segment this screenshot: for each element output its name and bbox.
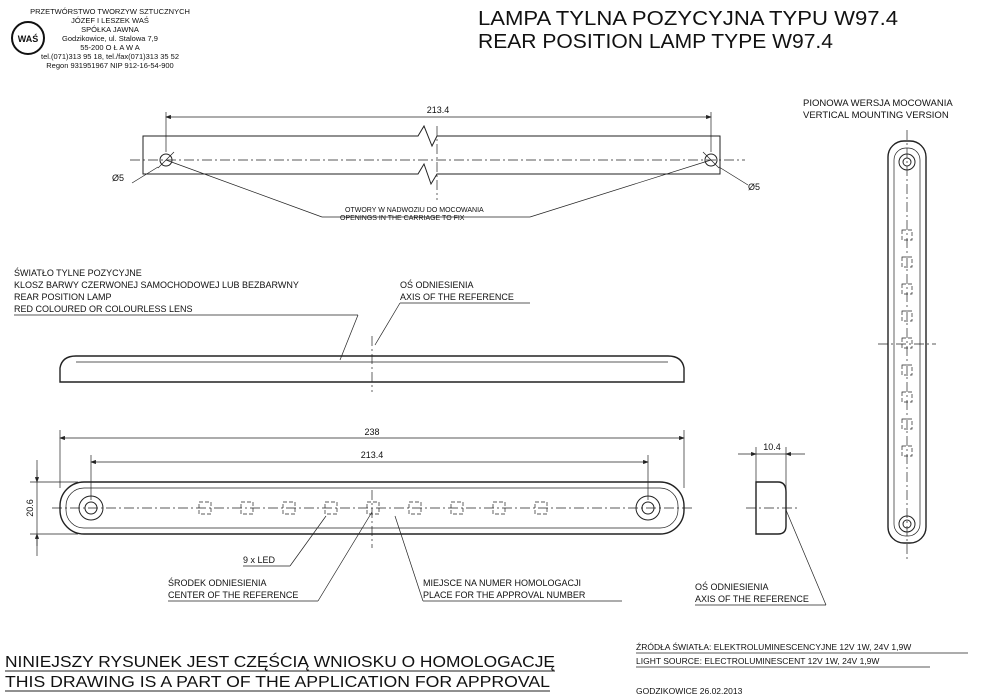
company-logo xyxy=(11,21,45,55)
hole-diameter-right: Ø5 xyxy=(748,182,760,192)
mounting-hole-left xyxy=(159,153,173,167)
led-marker xyxy=(198,501,212,515)
side-axis-en: AXIS OF THE REFERENCE xyxy=(400,292,514,302)
footer-block: NINIEJSZY RYSUNEK JEST CZĘŚCIĄ WNIOSKU O… xyxy=(5,652,555,692)
center-label-pl: ŚRODEK ODNIESIENIA xyxy=(168,577,267,588)
front-hole-dimension: 213.4 xyxy=(361,450,384,460)
vertical-led-marker xyxy=(901,229,913,241)
lens-line-2: KLOSZ BARWY CZERWONEJ SAMOCHODOWEJ LUB B… xyxy=(14,280,299,290)
hole-diameter-left: Ø5 xyxy=(112,173,124,183)
title-pl: LAMPA TYLNA POZYCYJNA TYPU W97.4 xyxy=(478,8,898,30)
vertical-led-marker xyxy=(901,364,913,376)
led-marker xyxy=(408,501,422,515)
approval-label-pl: MIEJSCE NA NUMER HOMOLOGACJI xyxy=(423,578,581,588)
led-count-label: 9 x LED xyxy=(243,555,276,565)
lens-line-1: ŚWIATŁO TYLNE POZYCYJNE xyxy=(14,267,142,278)
mounting-hole-right xyxy=(704,153,718,167)
vertical-led-marker xyxy=(901,310,913,322)
led-marker xyxy=(240,501,254,515)
title-block: LAMPA TYLNA POZYCYJNA TYPU W97.4 REAR PO… xyxy=(478,8,898,53)
footer-en: THIS DRAWING IS A PART OF THE APPLICATIO… xyxy=(5,674,550,691)
title-en: REAR POSITION LAMP TYPE W97.4 xyxy=(478,31,833,53)
end-depth-dimension: 10.4 xyxy=(763,442,781,452)
footer-pl: NINIEJSZY RYSUNEK JEST CZĘŚCIĄ WNIOSKU O… xyxy=(5,652,555,671)
company-line-4: Godzikowice, ul. Stalowa 7,9 xyxy=(62,34,158,43)
led-marker xyxy=(324,501,338,515)
company-logo-text: WAŚ xyxy=(18,33,39,44)
end-view: 10.4 OŚ ODNIESIENIA AXIS OF THE REFERENC… xyxy=(695,442,827,606)
vertical-led-marker xyxy=(901,391,913,403)
company-block: WAŚ PRZETWÓRSTWO TWORZYW SZTUCZNYCH JÓZE… xyxy=(11,7,190,70)
vertical-led-marker xyxy=(901,283,913,295)
side-view: ŚWIATŁO TYLNE POZYCYJNE KLOSZ BARWY CZER… xyxy=(14,267,685,392)
end-axis-pl: OŚ ODNIESIENIA xyxy=(695,581,769,592)
light-source-block: ŹRÓDŁA ŚWIATŁA: ELEKTROLUMINESCENCYJNE 1… xyxy=(636,641,968,696)
front-overall-dimension: 238 xyxy=(364,427,379,437)
vertical-led-marker xyxy=(901,337,913,349)
top-dimension: 213.4 xyxy=(427,105,450,115)
light-source-pl: ŹRÓDŁA ŚWIATŁA: ELEKTROLUMINESCENCYJNE 1… xyxy=(636,641,911,652)
led-marker xyxy=(534,501,548,515)
led-marker xyxy=(492,501,506,515)
openings-note-pl: OTWORY W NADWOZIU DO MOCOWANIA xyxy=(345,207,484,214)
vertical-led-marker xyxy=(901,256,913,268)
company-line-2: JÓZEF I LESZEK WAŚ xyxy=(71,16,149,25)
vertical-label-en: VERTICAL MOUNTING VERSION xyxy=(803,110,949,121)
vertical-led-marker xyxy=(901,418,913,430)
front-view: 238 213.4 20.6 9 x LED ŚRODEK ODNIESIENI… xyxy=(25,427,692,602)
vertical-version: PIONOWA WERSJA MOCOWANIA VERTICAL MOUNTI… xyxy=(803,98,953,560)
front-height-dimension: 20.6 xyxy=(25,499,35,517)
company-line-7: Regon 931951967 NIP 912-16-54-900 xyxy=(46,61,173,70)
vertical-led-marker xyxy=(901,445,913,457)
company-line-6: tel.(071)313 95 18, tel./fax(071)313 35 … xyxy=(41,52,179,61)
approval-label-en: PLACE FOR THE APPROVAL NUMBER xyxy=(423,590,586,600)
side-axis-pl: OŚ ODNIESIENIA xyxy=(400,279,474,290)
top-view: 213.4 Ø5 Ø5 OTWORY W NADWOZIU DO MOCOWAN… xyxy=(112,105,760,222)
lens-line-3: REAR POSITION LAMP xyxy=(14,292,112,302)
company-line-1: PRZETWÓRSTWO TWORZYW SZTUCZNYCH xyxy=(30,7,190,16)
led-marker xyxy=(366,501,380,515)
company-line-3: SPÓŁKA JAWNA xyxy=(81,25,139,34)
center-label-en: CENTER OF THE REFERENCE xyxy=(168,590,298,600)
vertical-label-pl: PIONOWA WERSJA MOCOWANIA xyxy=(803,98,953,109)
led-marker xyxy=(450,501,464,515)
light-source-en: LIGHT SOURCE: ELECTROLUMINESCENT 12V 1W,… xyxy=(636,656,879,666)
drawing-date: GODZIKOWICE 26.02.2013 xyxy=(636,686,743,696)
led-marker xyxy=(282,501,296,515)
end-axis-en: AXIS OF THE REFERENCE xyxy=(695,594,809,604)
openings-note-en: OPENINGS IN THE CARRIAGE TO FIX xyxy=(340,215,465,222)
lens-line-4: RED COLOURED OR COLOURLESS LENS xyxy=(14,304,193,314)
company-line-5: 55-200 O Ł A W A xyxy=(80,43,140,52)
